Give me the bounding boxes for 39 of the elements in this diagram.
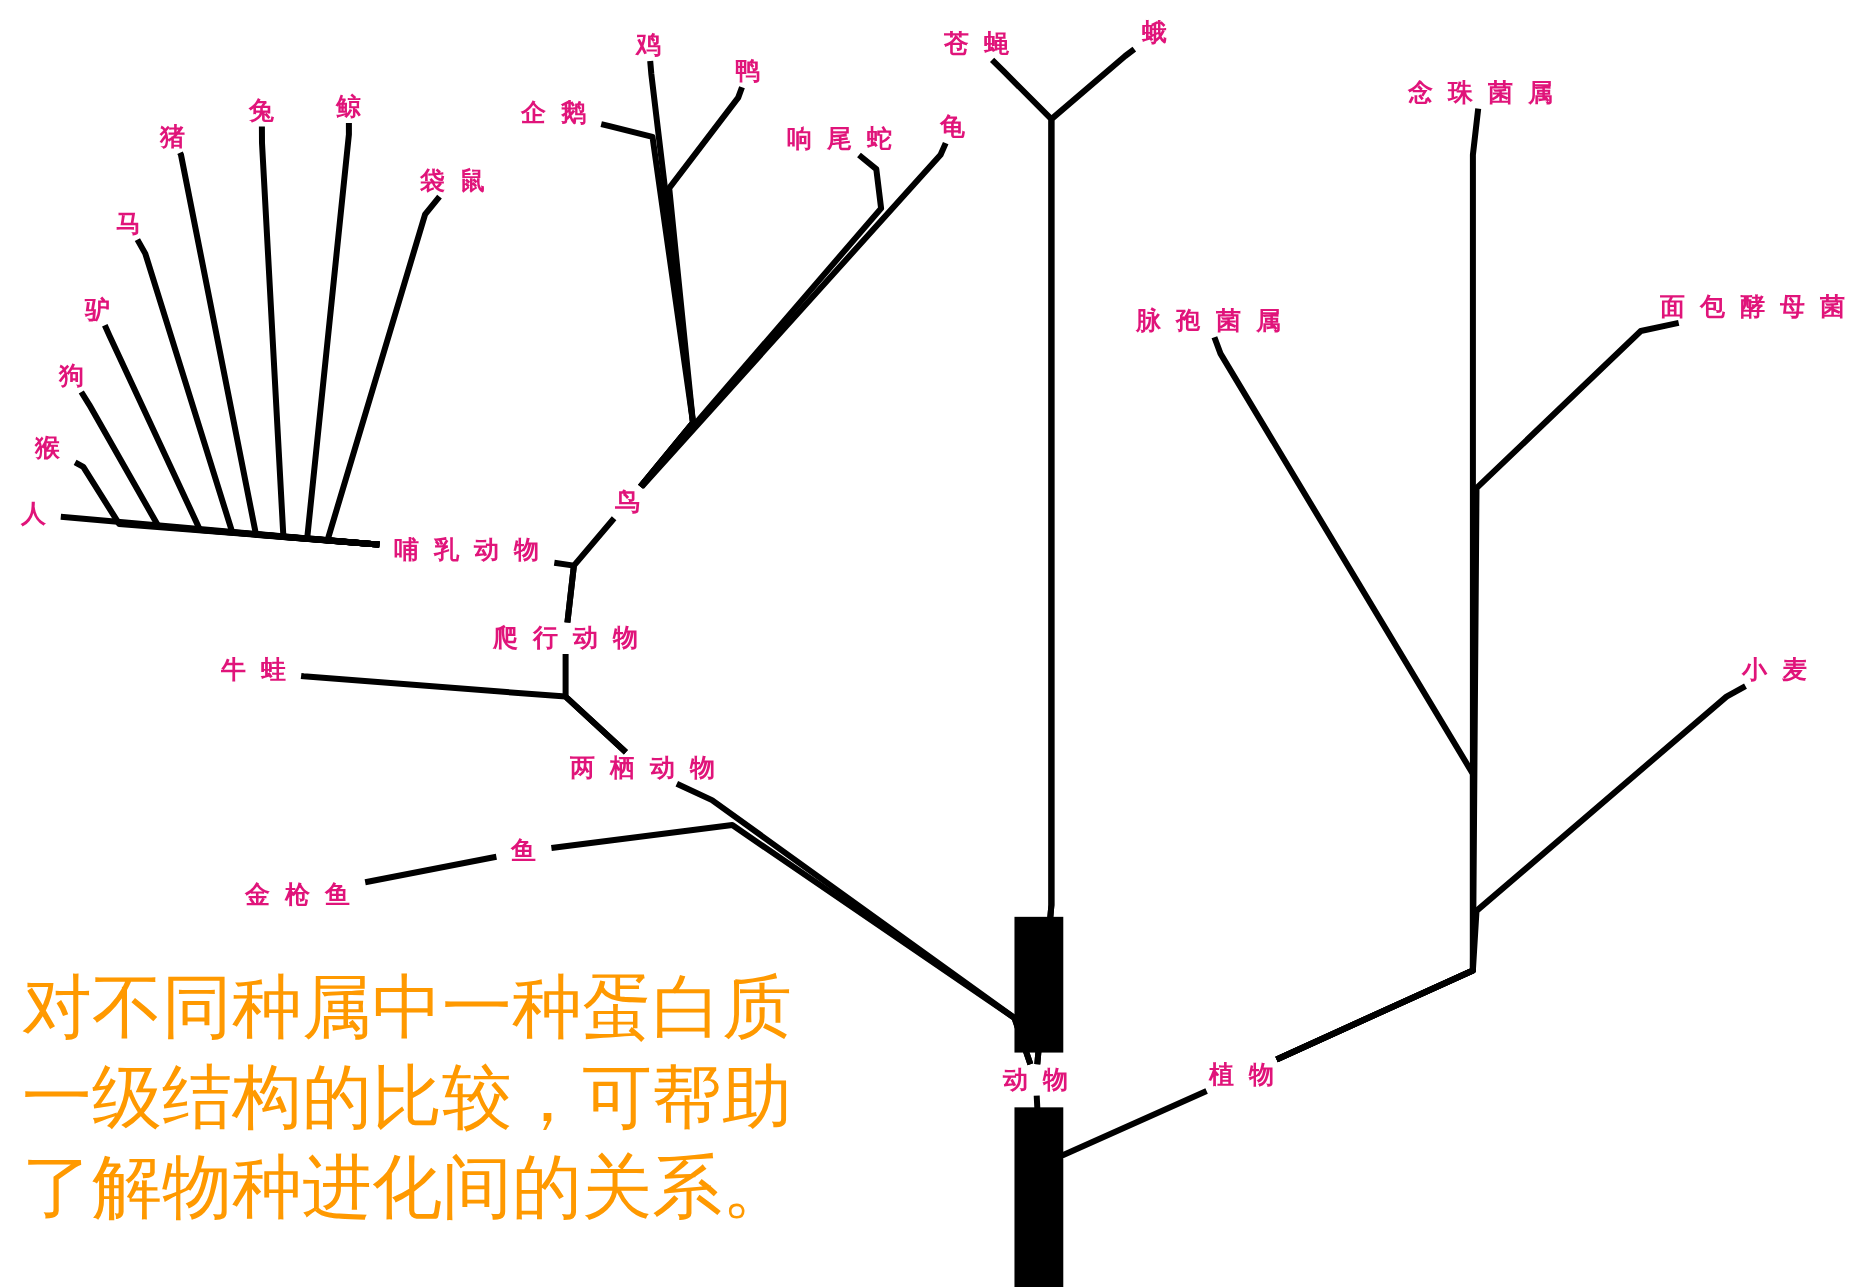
taxon-label: 猴: [20, 431, 76, 464]
taxon-label: 蛾: [1127, 17, 1183, 50]
taxon-label: 响尾蛇: [771, 123, 907, 156]
taxon-label: 龟: [925, 111, 981, 144]
taxon-label: 鸡: [621, 29, 677, 61]
taxon-label: 驴: [70, 293, 126, 326]
clade-label: 哺乳动物: [379, 534, 555, 566]
taxon-label: 企鹅: [506, 97, 602, 129]
clade-label: 鸟: [600, 486, 655, 519]
taxon-label: 金枪鱼: [230, 879, 366, 912]
branch-line: [1034, 46, 1137, 1065]
clade-label: 两栖动物: [555, 752, 731, 784]
branch-line: [638, 86, 745, 489]
taxon-label: 鲸: [321, 91, 377, 123]
branch-line: [324, 194, 442, 548]
clade-label: 动物: [988, 1064, 1084, 1096]
taxon-label: 脉孢菌属: [1121, 305, 1297, 338]
clade-label: 鱼: [496, 835, 552, 868]
taxon-label: 面包酵母菌: [1645, 291, 1861, 323]
taxon-label: 兔: [234, 94, 290, 127]
clade-label: 植物: [1194, 1059, 1290, 1091]
clade-label: 爬行动物: [478, 622, 654, 654]
branch-line: [564, 516, 617, 623]
branch-line: [551, 822, 1034, 1066]
branch-line: [1275, 683, 1747, 1063]
taxon-label: 袋鼠: [404, 165, 500, 197]
taxon-label: 马: [101, 208, 157, 240]
branch-line: [364, 853, 497, 886]
caption-note: 对不同种属中一种蛋白质一级结构的比较，可帮助了解物种进化间的关系。: [22, 965, 793, 1230]
taxon-label: 狗: [43, 360, 99, 392]
taxon-label: 小麦: [1726, 654, 1822, 687]
taxon-label: 苍蝇: [928, 28, 1024, 60]
taxon-label: 鸭: [720, 55, 776, 88]
taxon-label: 猪: [145, 121, 201, 153]
taxon-label: 念珠菌属: [1392, 77, 1568, 109]
taxon-label: 人: [5, 498, 61, 531]
branch-line: [562, 654, 628, 755]
taxon-label: 牛蛙: [206, 654, 302, 687]
branch-line: [1033, 1088, 1208, 1158]
